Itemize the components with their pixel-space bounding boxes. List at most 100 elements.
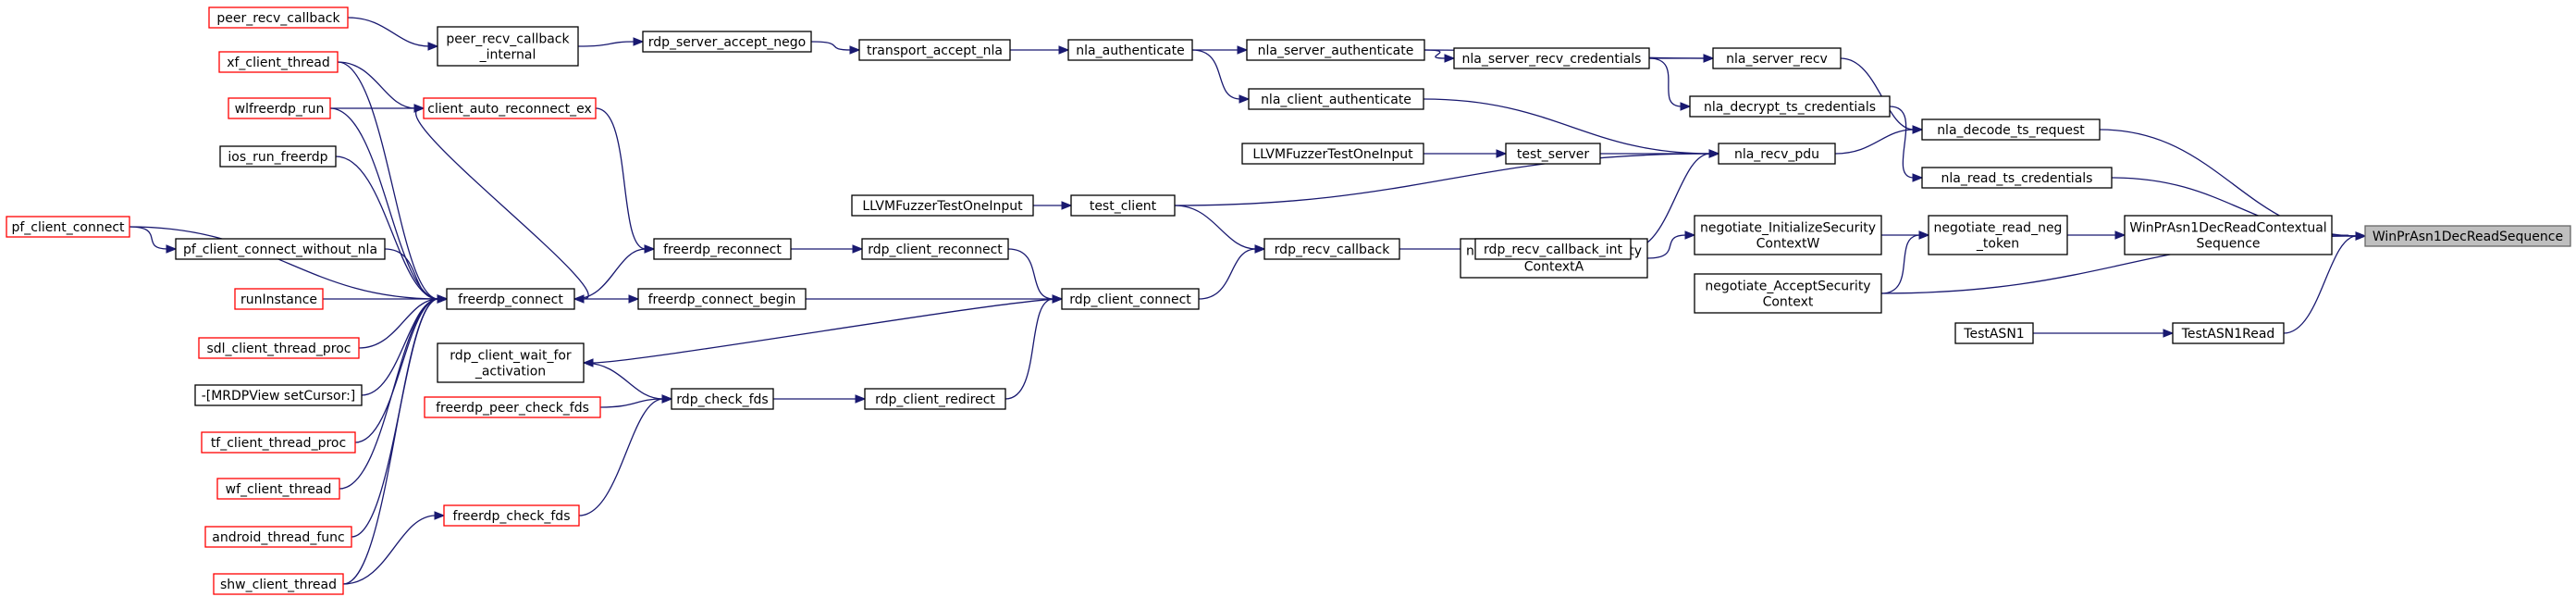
node-box[interactable]	[1505, 143, 1601, 165]
node-pf-client-connect[interactable]: pf_client_connect	[6, 216, 130, 238]
node-box[interactable]	[1263, 238, 1400, 260]
node-ios-run-freerdp[interactable]: ios_run_freerdp	[219, 145, 337, 168]
node-box[interactable]	[637, 288, 807, 310]
node-pf-client-connect-without-nla[interactable]: pf_client_connect_without_nla	[175, 238, 386, 260]
node-nla-read-ts[interactable]: nla_read_ts_credentials	[1921, 167, 2113, 189]
node-tf-client-thread-proc[interactable]: tf_client_thread_proc	[201, 431, 356, 454]
node-box[interactable]	[642, 31, 812, 53]
node-box[interactable]	[446, 288, 575, 310]
node-box[interactable]	[1248, 88, 1424, 110]
node-box[interactable]	[443, 504, 580, 527]
node-nla-decrypt[interactable]: nla_decrypt_ts_credentials	[1689, 95, 1891, 118]
node-label: rdp_client_connect	[1069, 292, 1191, 307]
node-box[interactable]	[1694, 215, 1882, 255]
node-box[interactable]	[234, 288, 324, 310]
node-box[interactable]	[2364, 225, 2571, 247]
node-box[interactable]	[1954, 322, 2034, 344]
node-nla-decode[interactable]: nla_decode_ts_request	[1921, 118, 2101, 141]
node-test-client[interactable]: test_client	[1070, 194, 1176, 217]
node-box[interactable]	[653, 238, 792, 260]
node-llvm-one[interactable]: LLVMFuzzerTestOneInput	[1241, 143, 1424, 165]
node-xf-client-thread[interactable]: xf_client_thread	[218, 51, 339, 73]
node-box[interactable]	[2172, 322, 2285, 344]
node-box[interactable]	[219, 145, 337, 168]
node-box[interactable]	[437, 342, 585, 383]
node-rdp-client-connect[interactable]: rdp_client_connect	[1061, 288, 1200, 310]
node-rdp-check-fds[interactable]: rdp_check_fds	[671, 388, 774, 410]
node-box[interactable]	[198, 337, 360, 359]
node-wf-client-thread[interactable]: wf_client_thread	[216, 478, 340, 500]
node-rdp-recv-cb[interactable]: rdp_recv_callback	[1263, 238, 1400, 260]
node-runInstance[interactable]: runInstance	[234, 288, 324, 310]
node-freerdp-peer-check-fds[interactable]: freerdp_peer_check_fds	[424, 396, 601, 418]
node-nla-client-auth[interactable]: nla_client_authenticate	[1248, 88, 1424, 110]
node-box[interactable]	[1246, 39, 1425, 61]
node-transport-accept-nla[interactable]: transport_accept_nla	[858, 39, 1011, 61]
node-box[interactable]	[2124, 215, 2333, 255]
node-nla-server-recv-cred[interactable]: nla_server_recv_credentials	[1453, 47, 1650, 69]
node-box[interactable]	[201, 431, 356, 454]
node-shw-client-thread[interactable]: shw_client_thread	[213, 573, 344, 595]
node-box[interactable]	[1474, 238, 1632, 260]
node-box[interactable]	[228, 97, 331, 119]
node-android-thread-func[interactable]: android_thread_func	[204, 526, 352, 548]
node-box[interactable]	[6, 216, 130, 238]
node-box[interactable]	[858, 39, 1011, 61]
node-rdp-client-reconnect[interactable]: rdp_client_reconnect	[861, 238, 1009, 260]
node-box[interactable]	[851, 194, 1034, 217]
node-peer-recv-cb-internal[interactable]: peer_recv_callback_internal	[437, 26, 579, 67]
node-rdp-client-wait[interactable]: rdp_client_wait_for_activation	[437, 342, 585, 383]
node-rdp-recv-cb-int[interactable]: rdp_recv_callback_int	[1474, 238, 1632, 260]
node-box[interactable]	[1928, 215, 2068, 255]
node-box[interactable]	[1694, 273, 1882, 314]
node-box[interactable]	[1241, 143, 1424, 165]
node-nla-server-recv[interactable]: nla_server_recv	[1712, 47, 1842, 69]
node-nla-recv-pdu[interactable]: nla_recv_pdu	[1718, 143, 1836, 165]
node-neg-read-neg[interactable]: negotiate_read_neg_token	[1928, 215, 2068, 255]
node-nla-server-auth[interactable]: nla_server_authenticate	[1246, 39, 1425, 61]
node-box[interactable]	[1718, 143, 1836, 165]
node-freerdp-connect-begin[interactable]: freerdp_connect_begin	[637, 288, 807, 310]
node-box[interactable]	[1689, 95, 1891, 118]
node-box[interactable]	[1712, 47, 1842, 69]
node-box[interactable]	[861, 238, 1009, 260]
node-sdl-client-thread-proc[interactable]: sdl_client_thread_proc	[198, 337, 360, 359]
node-box[interactable]	[1070, 194, 1176, 217]
node-test-server[interactable]: test_server	[1505, 143, 1601, 165]
node-box[interactable]	[1453, 47, 1650, 69]
node-testasn1read[interactable]: TestASN1Read	[2172, 322, 2285, 344]
node-testasn1[interactable]: TestASN1	[1954, 322, 2034, 344]
node-box[interactable]	[437, 26, 579, 67]
edge-xf-client-thread-to-client-auto-reconnect-ex	[337, 61, 416, 109]
node-box[interactable]	[1067, 39, 1193, 61]
node-box[interactable]	[204, 526, 352, 548]
node-rdp-client-redirect[interactable]: rdp_client_redirect	[864, 388, 1006, 410]
node-box[interactable]	[671, 388, 774, 410]
node-box[interactable]	[1061, 288, 1200, 310]
node-box[interactable]	[194, 384, 363, 406]
node-mrdpview[interactable]: -[MRDPView setCursor:]	[194, 384, 363, 406]
node-box[interactable]	[424, 396, 601, 418]
node-nla-authenticate[interactable]: nla_authenticate	[1067, 39, 1193, 61]
node-box[interactable]	[213, 573, 344, 595]
node-wlfreerdp-run[interactable]: wlfreerdp_run	[228, 97, 331, 119]
node-rdp-server-accept-nego[interactable]: rdp_server_accept_nego	[642, 31, 812, 53]
node-box[interactable]	[218, 51, 339, 73]
node-freerdp-reconnect[interactable]: freerdp_reconnect	[653, 238, 792, 260]
node-freerdp-check-fds[interactable]: freerdp_check_fds	[443, 504, 580, 527]
node-root[interactable]: WinPrAsn1DecReadSequence	[2364, 225, 2571, 247]
node-client-auto-reconnect-ex[interactable]: client_auto_reconnect_ex	[423, 97, 597, 119]
node-box[interactable]	[423, 97, 597, 119]
node-llvm-input[interactable]: LLVMFuzzerTestOneInput	[851, 194, 1034, 217]
node-box[interactable]	[1921, 118, 2101, 141]
node-peer-recv-callback[interactable]: peer_recv_callback	[208, 6, 349, 29]
node-box[interactable]	[216, 478, 340, 500]
node-freerdp-connect[interactable]: freerdp_connect	[446, 288, 575, 310]
node-box[interactable]	[1921, 167, 2113, 189]
node-box[interactable]	[864, 388, 1006, 410]
node-box[interactable]	[175, 238, 386, 260]
node-box[interactable]	[208, 6, 349, 29]
